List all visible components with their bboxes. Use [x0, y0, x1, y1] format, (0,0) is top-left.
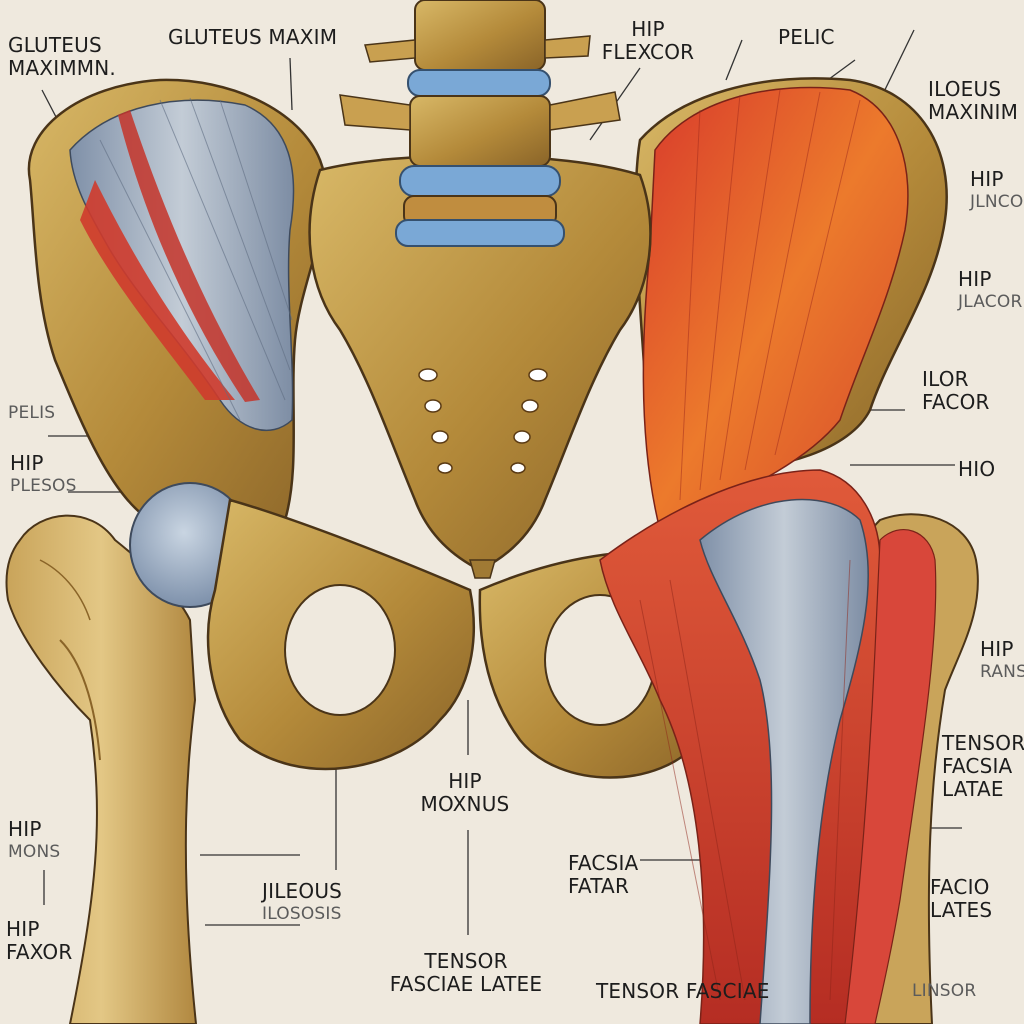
- label-jileous-ilosous: JILEOUS ILOSOSIS: [262, 879, 343, 925]
- label-hip-jlnco: HIP JLNCO: [970, 167, 1024, 213]
- sacrum: [308, 154, 652, 572]
- right-lateral-muscle: [844, 529, 937, 1024]
- label-tensor-fasciae-latee: TENSOR FASCIAE LATEE: [389, 949, 543, 996]
- right-iliacus-muscle: [642, 86, 909, 532]
- label-hip-flexor-top: HIP FLEXCOR: [601, 17, 695, 64]
- left-femur: [5, 514, 198, 1024]
- label-gluteus-maxim-top: GLUTEUS MAXIM: [168, 25, 338, 49]
- coccyx: [469, 559, 496, 579]
- label-iloeus-maximus: ILOEUS MAXINIM: [928, 77, 1019, 124]
- label-hip-faxor: HIP FAXOR: [6, 917, 73, 964]
- sacral-foramina: [418, 368, 548, 474]
- label-hip-mons: HIP MONS: [8, 817, 61, 863]
- label-hip-jlacor: HIP JLACOR: [958, 267, 1023, 313]
- label-pelic-top: PELIC: [778, 25, 835, 49]
- label-gluteus-maximus-left: GLUTEUS MAXIMMN.: [8, 33, 116, 80]
- label-tensor-fasciae-bottom: TENSOR FASCIAE: [596, 979, 770, 1003]
- label-pelis: PELIS: [8, 403, 56, 423]
- lumbar-spine: [339, 0, 621, 247]
- right-hip-tendon: [699, 498, 869, 1024]
- label-hip-plesos: HIP PLESOS: [10, 451, 77, 497]
- label-linsor: LINSOR: [912, 981, 977, 1001]
- label-facia-fatar: FACSIA FATAR: [568, 851, 639, 898]
- left-obturator-foramen: [284, 584, 396, 716]
- label-hio: HIO: [958, 457, 996, 481]
- label-facio-lates: FACIO LATES: [930, 875, 993, 922]
- label-hip-rans: HIP RANS: [980, 637, 1024, 683]
- label-ilor-facor: ILOR FACOR: [922, 367, 990, 414]
- label-tensor-facsia-latae-right: TENSOR FACSIA LATAE: [942, 731, 1024, 801]
- label-hip-moxnus: HIP MOXNUS: [420, 769, 510, 816]
